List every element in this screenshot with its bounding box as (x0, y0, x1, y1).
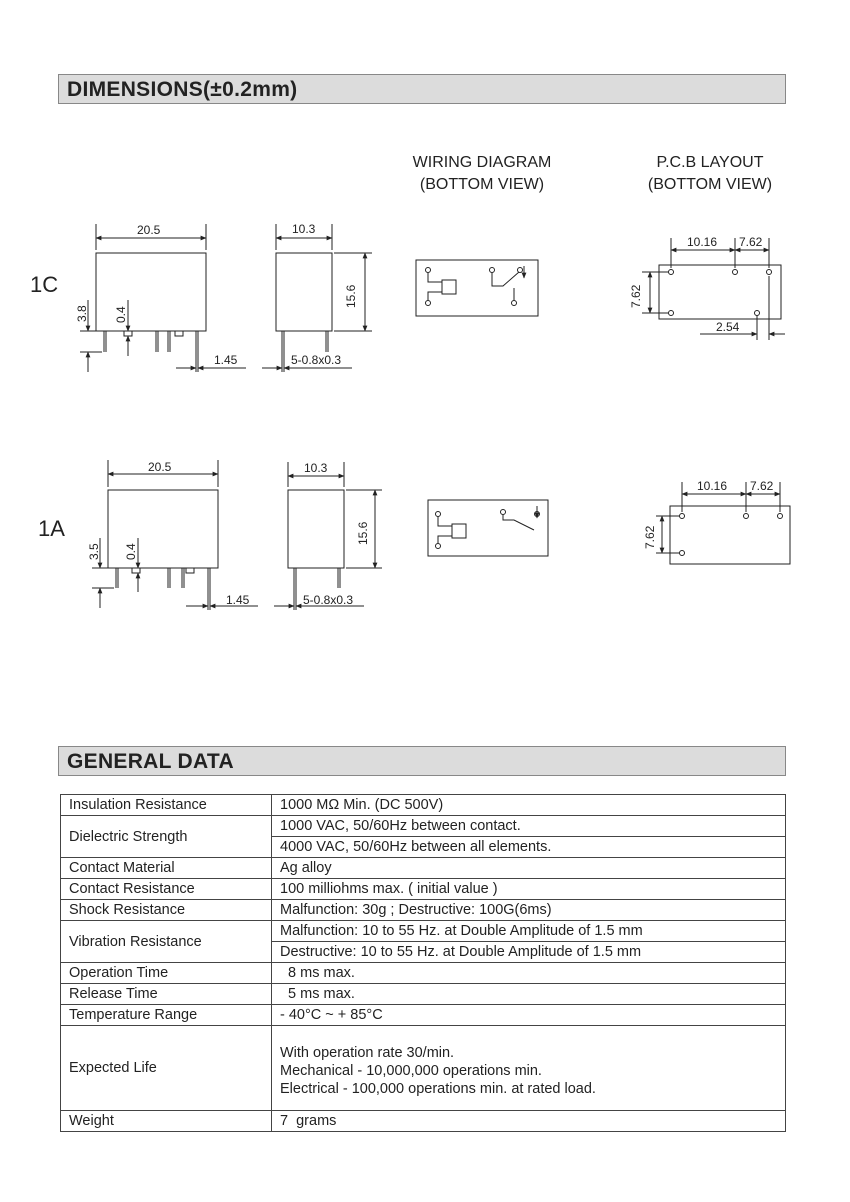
spec-label: Contact Material (60, 857, 272, 879)
spec-value-line: 1000 MΩ Min. (DC 500V) (280, 797, 444, 813)
dim-height-1c: 15.6 (344, 284, 358, 308)
pcb-layout-1a (656, 482, 791, 565)
wiring-diagram-caption: WIRING DIAGRAM (BOTTOM VIEW) (412, 154, 552, 193)
pcb-pitch-a-1a: 10.16 (697, 479, 727, 493)
dim-depth-1a: 10.3 (304, 461, 328, 475)
wiring-diagram-1c (415, 259, 539, 317)
front-view-1a (92, 460, 258, 610)
spec-value: 7 grams (271, 1110, 786, 1132)
variant-label-1a: 1A (38, 516, 65, 541)
dim-pin-width-1a: 1.45 (226, 593, 250, 607)
wiring-diagram-1a (427, 499, 549, 557)
spec-value-line: Malfunction: 30g ; Destructive: 100G(6ms… (280, 902, 552, 918)
spec-value: 1000 MΩ Min. (DC 500V) (271, 794, 786, 816)
dim-pin-spec-1a: 5-0.8x0.3 (303, 593, 353, 607)
dimensions-header: DIMENSIONS(±0.2mm) (58, 74, 786, 104)
table-row: Vibration Resistance Malfunction: 10 to 5… (60, 920, 786, 963)
dim-width-1c: 20.5 (137, 223, 161, 237)
table-row: Contact Resistance 100 milliohms max. ( i… (60, 878, 786, 900)
pcb-layout-1c (642, 238, 785, 340)
spec-value: Malfunction: 30g ; Destructive: 100G(6ms… (271, 899, 786, 921)
front-view-1c (80, 224, 246, 372)
dim-pin-gap-1a: 0.4 (124, 543, 138, 560)
pcb-row-1c: 7.62 (629, 284, 643, 308)
pcb-row-1a: 7.62 (643, 525, 657, 549)
side-view-1a (274, 462, 382, 610)
spec-label: Dielectric Strength (60, 815, 272, 858)
spec-label: Release Time (60, 983, 272, 1005)
spec-value-line: Mechanical - 10,000,000 operations min. (280, 1063, 542, 1079)
spec-label: Temperature Range (60, 1004, 272, 1026)
spec-value-line: Electrical - 100,000 operations min. at … (280, 1081, 596, 1097)
table-row: Temperature Range - 40°C ~ + 85°C (60, 1004, 786, 1026)
pcb-offset-1c: 2.54 (716, 320, 740, 334)
dim-pin-length-1a: 3.5 (87, 543, 101, 560)
dim-pin-length-1c: 3.8 (75, 305, 89, 322)
general-data-table: Insulation Resistance 1000 MΩ Min. (DC 50… (60, 794, 786, 1132)
spec-value-line: Destructive: 10 to 55 Hz. at Double Ampl… (272, 941, 785, 962)
spec-value: Malfunction: 10 to 55 Hz. at Double Ampl… (271, 920, 786, 963)
pcb-pitch-a-1c: 10.16 (687, 235, 717, 249)
spec-value-line: 4000 VAC, 50/60Hz between all elements. (272, 836, 785, 857)
spec-value-line: 5 ms max. (280, 986, 355, 1002)
spec-value-line: With operation rate 30/min. (280, 1045, 455, 1061)
dimension-drawings: 20.5 10.3 15.6 3.8 0.4 1.45 5-0.8x0.3 10… (75, 222, 791, 610)
table-row: Release Time 5 ms max. (60, 983, 786, 1005)
dim-depth-1c: 10.3 (292, 222, 316, 236)
table-row: Weight 7 grams (60, 1110, 786, 1132)
spec-label: Vibration Resistance (60, 920, 272, 963)
spec-value-line: 100 milliohms max. ( initial value ) (280, 881, 498, 897)
side-view-1c (262, 224, 372, 372)
spec-value: Ag alloy (271, 857, 786, 879)
spec-value: 5 ms max. (271, 983, 786, 1005)
spec-value-line: 7 grams (280, 1113, 337, 1129)
table-row: Operation Time 8 ms max. (60, 962, 786, 984)
spec-value-line: 8 ms max. (280, 965, 355, 981)
spec-value: 100 milliohms max. ( initial value ) (271, 878, 786, 900)
dim-pin-gap-1c: 0.4 (114, 306, 128, 323)
pcb-layout-caption: P.C.B LAYOUT (BOTTOM VIEW) (647, 154, 773, 193)
spec-label: Shock Resistance (60, 899, 272, 921)
spec-value-line: - 40°C ~ + 85°C (280, 1007, 383, 1023)
spec-value: With operation rate 30/min. Mechanical - … (271, 1025, 786, 1111)
spec-value: - 40°C ~ + 85°C (271, 1004, 786, 1026)
spec-value: 1000 VAC, 50/60Hz between contact. 4000 V… (271, 815, 786, 858)
spec-label: Contact Resistance (60, 878, 272, 900)
spec-value: 8 ms max. (271, 962, 786, 984)
spec-value-line: 1000 VAC, 50/60Hz between contact. (280, 818, 521, 834)
variant-label-1c: 1C (30, 272, 59, 297)
spec-label: Insulation Resistance (60, 794, 272, 816)
pcb-pitch-b-1c: 7.62 (739, 235, 763, 249)
table-row: Insulation Resistance 1000 MΩ Min. (DC 50… (60, 794, 786, 816)
dim-width-1a: 20.5 (148, 460, 172, 474)
spec-label: Weight (60, 1110, 272, 1132)
pcb-pitch-b-1a: 7.62 (750, 479, 774, 493)
spec-label: Operation Time (60, 962, 272, 984)
dim-pin-width-1c: 1.45 (214, 353, 238, 367)
spec-label: Expected Life (60, 1025, 272, 1111)
dim-pin-spec-1c: 5-0.8x0.3 (291, 353, 341, 367)
dim-height-1a: 15.6 (356, 521, 370, 545)
general-data-title: GENERAL DATA (67, 750, 234, 773)
general-data-header: GENERAL DATA (58, 746, 786, 776)
table-row: Contact Material Ag alloy (60, 857, 786, 879)
spec-value-line: Ag alloy (280, 860, 332, 876)
table-row: Shock Resistance Malfunction: 30g ; Destr… (60, 899, 786, 921)
spec-value-line: Malfunction: 10 to 55 Hz. at Double Ampl… (280, 923, 643, 939)
dimensions-title: DIMENSIONS(±0.2mm) (67, 78, 298, 101)
